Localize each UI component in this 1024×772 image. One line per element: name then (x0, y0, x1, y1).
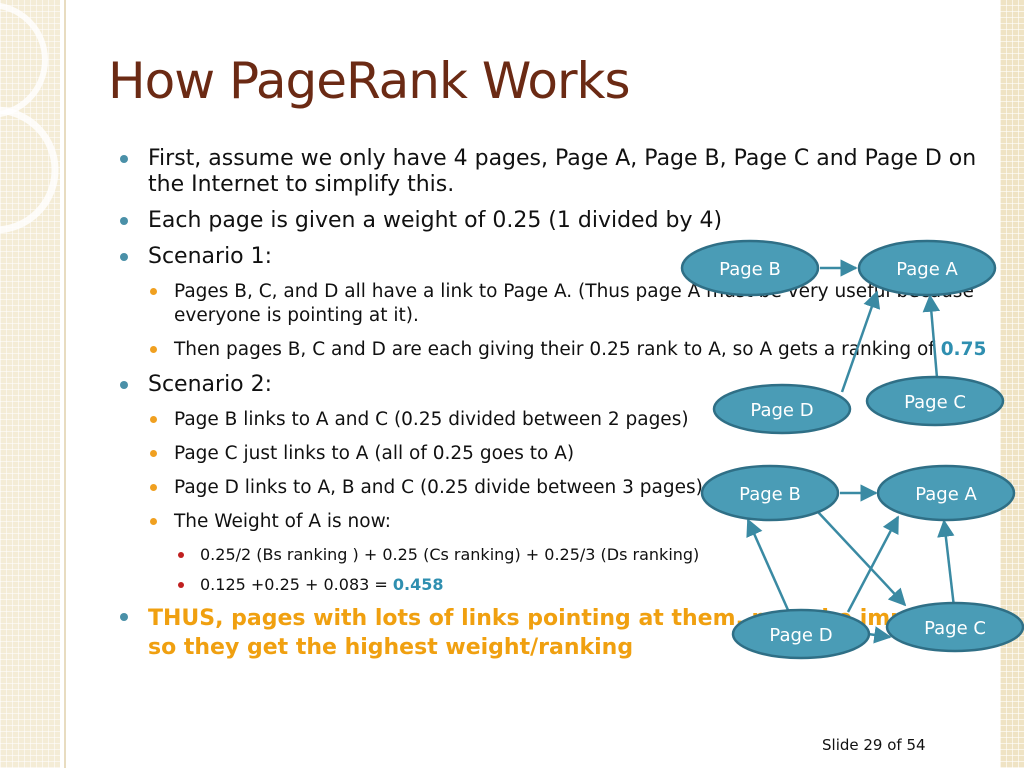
right-decorative-pattern (1000, 0, 1024, 768)
bullet-each-page-weight: Each page is given a weight of 0.25 (1 d… (118, 208, 998, 234)
slide-title: How PageRank Works (108, 52, 631, 110)
sub-sub-bullet-result: 0.125 +0.25 + 0.083 = 0.458 (172, 574, 998, 596)
left-decorative-swirls (0, 2, 59, 234)
sub-bullet-page-b-links: Page B links to A and C (0.25 divided be… (146, 408, 998, 432)
sub-bullet-page-c-links: Page C just links to A (all of 0.25 goes… (146, 442, 998, 466)
bullet-scenario-2: Scenario 2: (118, 372, 998, 398)
left-rule (64, 0, 66, 768)
left-decorative-pattern (0, 0, 60, 768)
bullet-first-assume: First, assume we only have 4 pages, Page… (118, 146, 998, 198)
sub-bullet-scenario1-links: Pages B, C, and D all have a link to Pag… (146, 280, 998, 328)
sub-bullet-scenario1-ranking: Then pages B, C and D are each giving th… (146, 338, 998, 362)
slide-number: Slide 29 of 54 (822, 736, 926, 754)
bullet-scenario-1: Scenario 1: (118, 244, 998, 270)
result-text: 0.125 +0.25 + 0.083 = (200, 575, 388, 594)
sub-bullet-page-d-links: Page D links to A, B and C (0.25 divide … (146, 476, 998, 500)
sub-bullet-weight-of-a: The Weight of A is now: (146, 510, 998, 534)
bullet-thus-conclusion: THUS, pages with lots of links pointing … (118, 604, 998, 662)
scenario1-ranking-value: 0.75 (940, 339, 987, 360)
scenario1-ranking-text: Then pages B, C and D are each giving th… (174, 339, 935, 360)
sub-sub-bullet-formula: 0.25/2 (Bs ranking ) + 0.25 (Cs ranking)… (172, 544, 998, 566)
result-value: 0.458 (392, 575, 444, 594)
slide-content: First, assume we only have 4 pages, Page… (118, 146, 998, 672)
